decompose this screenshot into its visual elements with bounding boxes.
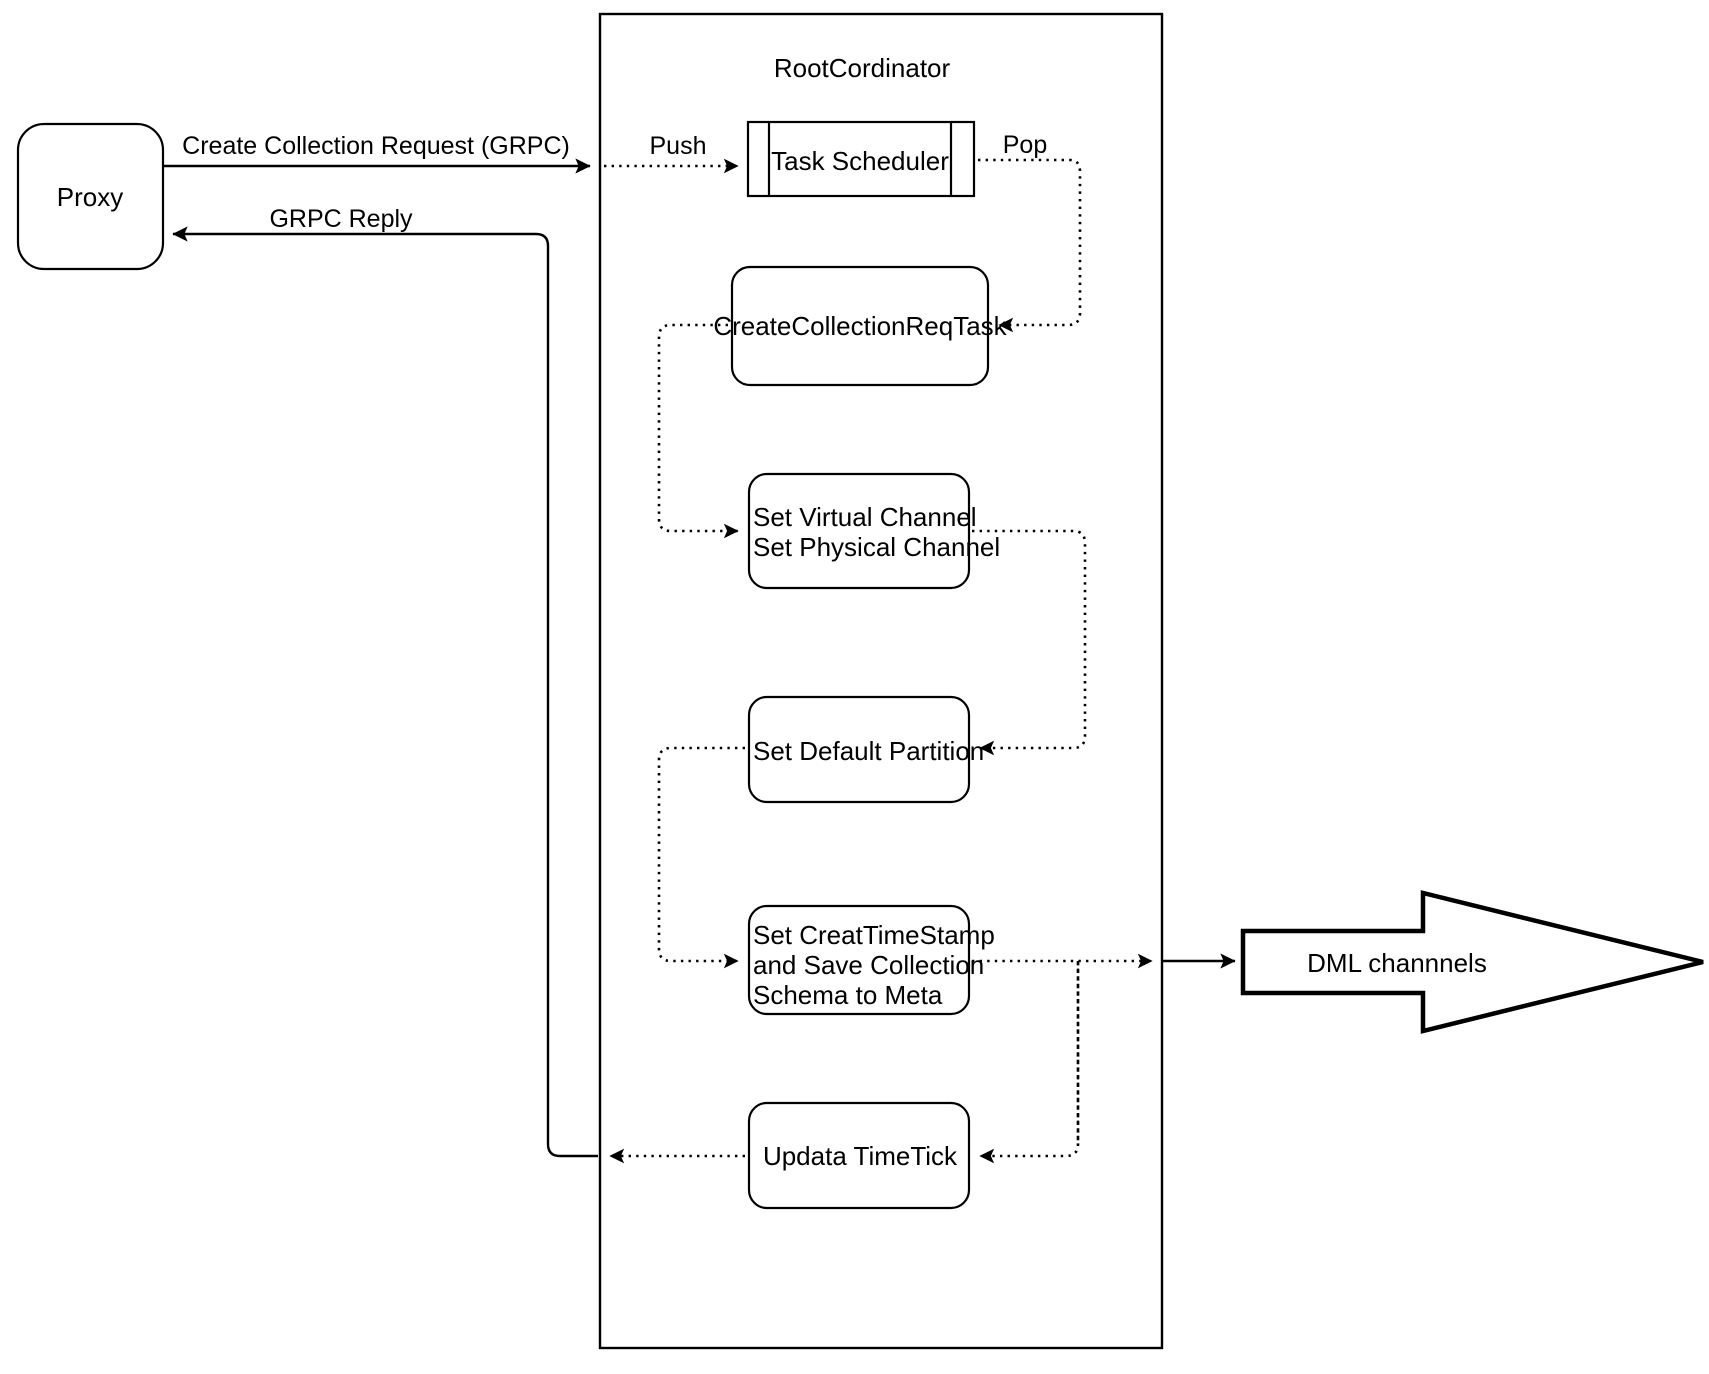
set-createtimestamp-label-2: and Save Collection <box>753 950 984 980</box>
set-default-partition-node[interactable] <box>747 695 971 804</box>
dml-channels-label: DML channnels <box>1307 948 1487 978</box>
set-createtimestamp-label-1: Set CreatTimeStamp <box>753 920 995 950</box>
set-channel-node[interactable] <box>747 472 971 590</box>
set-physical-channel-label: Set Physical Channel <box>753 532 1000 562</box>
edge-label-push: Push <box>650 132 707 160</box>
edge-timestamp-to-timetick <box>979 961 1080 1164</box>
create-collection-req-task-label: CreateCollectionReqTask <box>713 311 1007 341</box>
rootcoordinator-label: RootCordinator <box>774 53 951 83</box>
edge-label-create-collection-request: Create Collection Request (GRPC) <box>182 132 570 160</box>
task-scheduler-label: Task Scheduler <box>771 146 949 176</box>
edge-grpc-reply <box>172 226 598 1158</box>
edge-label-pop: Pop <box>1003 131 1047 159</box>
edge-set-channel-to-default-partition <box>972 529 1087 756</box>
proxy-label: Proxy <box>57 182 123 212</box>
edge-label-grpc-reply: GRPC Reply <box>269 205 413 233</box>
edge-pop <box>978 158 1082 333</box>
proxy-node[interactable] <box>16 122 165 271</box>
create-collection-req-task-node[interactable] <box>730 265 990 387</box>
set-createtimestamp-label-3: Schema to Meta <box>753 980 943 1010</box>
edge-default-partition-to-timestamp <box>657 746 745 969</box>
update-timetick-node[interactable] <box>747 1101 971 1210</box>
update-timetick-label: Updata TimeTick <box>763 1141 958 1171</box>
edge-task-to-set-channel <box>657 323 739 539</box>
dml-channels-arrow-shape[interactable] <box>1240 890 1704 1034</box>
set-virtual-channel-label: Set Virtual Channel <box>753 502 977 532</box>
task-scheduler-node[interactable] <box>746 120 976 198</box>
set-default-partition-label: Set Default Partition <box>753 736 984 766</box>
set-createtimestamp-node[interactable] <box>747 904 971 1016</box>
rootcoordinator-container <box>598 12 1164 1350</box>
